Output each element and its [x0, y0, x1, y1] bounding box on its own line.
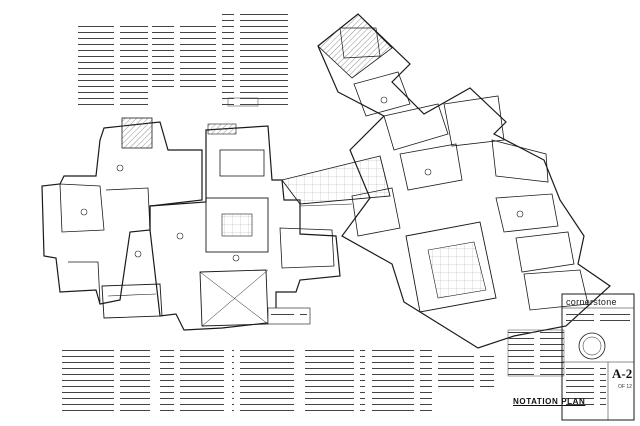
general-notes-bottom — [62, 350, 494, 414]
sheet-count: OF 12 — [618, 384, 632, 390]
legend-block — [507, 329, 565, 377]
breezeway-terrace — [281, 155, 391, 207]
floor-plan-right-wing — [317, 13, 611, 349]
callout-box — [267, 307, 311, 325]
sheet-number: A-2 — [612, 366, 633, 381]
floor-plan-center — [149, 123, 341, 331]
floor-plan-left-wing — [41, 117, 203, 319]
firm-logo-text: cornerstone — [566, 297, 617, 307]
plan-title: NOTATION PLAN — [513, 397, 586, 406]
title-block — [561, 293, 635, 421]
general-notes-top — [78, 14, 288, 107]
